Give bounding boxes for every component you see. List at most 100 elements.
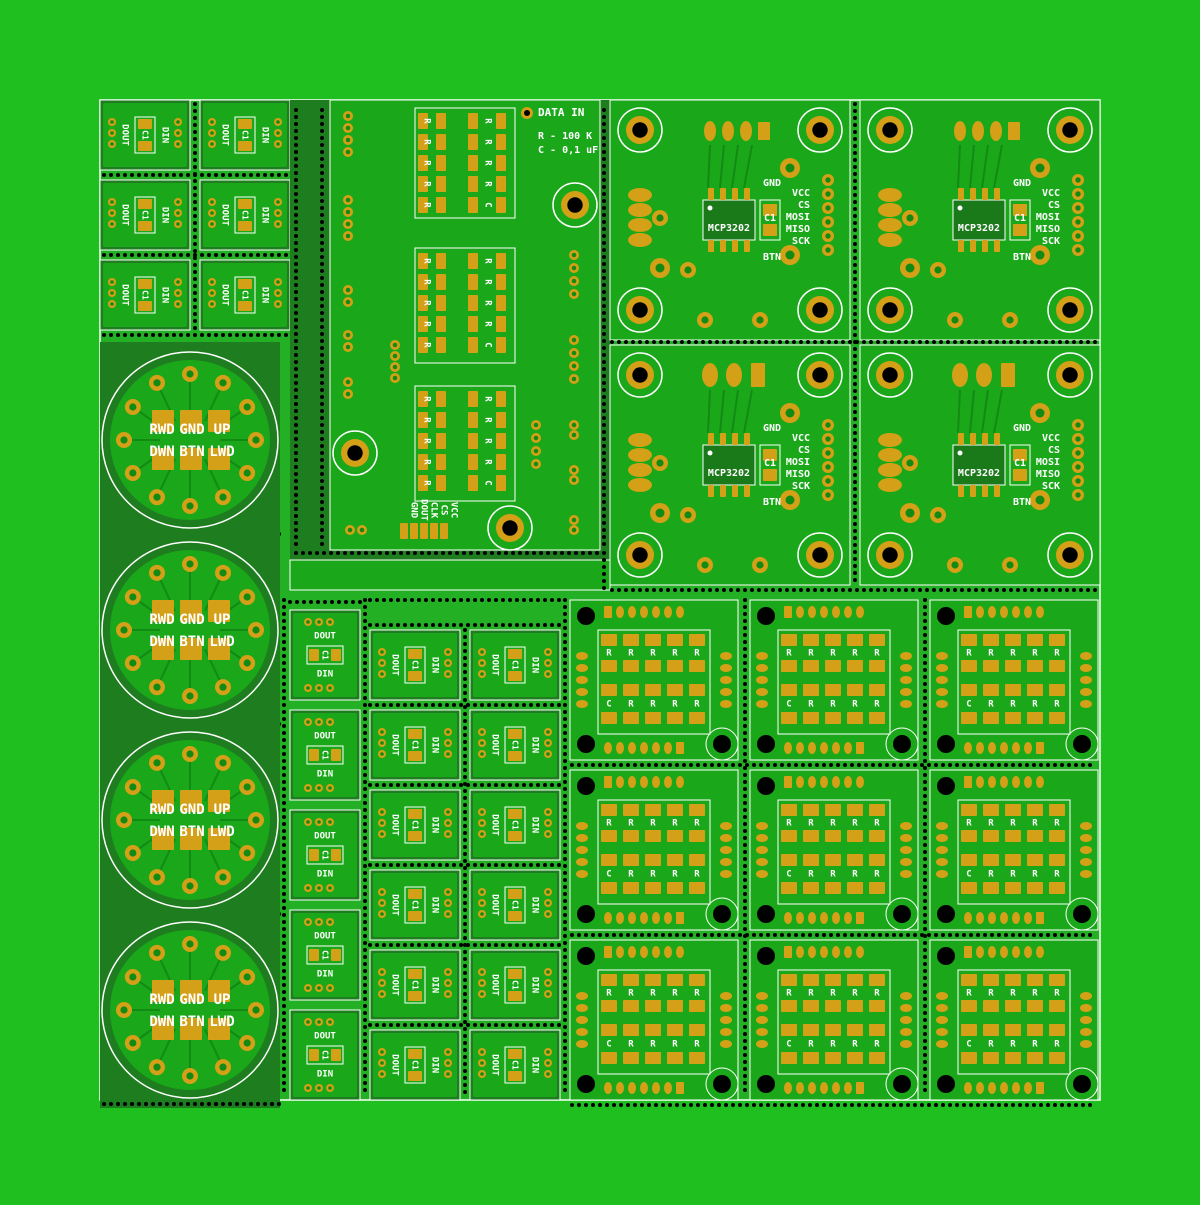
adc-top-pin-square — [758, 122, 770, 140]
break-hole — [708, 340, 712, 344]
break-hole — [102, 253, 106, 257]
drill-hole — [785, 495, 795, 505]
smd-pad — [496, 454, 506, 470]
break-hole — [853, 144, 857, 148]
resistor-label-left: R — [422, 181, 432, 187]
break-hole — [382, 1023, 386, 1027]
drill-hole — [345, 125, 351, 131]
break-hole — [389, 1023, 393, 1027]
break-hole — [659, 340, 663, 344]
break-hole — [892, 1103, 896, 1107]
break-hole — [983, 933, 987, 937]
break-hole — [661, 763, 665, 767]
break-hole — [934, 1103, 938, 1107]
smd-pad — [763, 204, 777, 216]
matrix-right-pin — [1080, 1004, 1092, 1012]
matrix-label-r: R — [1054, 649, 1060, 659]
adc-trace — [969, 389, 975, 434]
break-hole — [981, 340, 985, 344]
break-hole — [563, 1088, 567, 1092]
break-hole — [320, 409, 324, 413]
break-hole — [743, 703, 747, 707]
break-hole — [282, 990, 286, 994]
break-hole — [463, 831, 467, 835]
label-dout: DOUT — [314, 932, 336, 942]
smd-pad — [869, 854, 885, 866]
matrix-top-pin-square — [784, 776, 792, 788]
break-hole — [431, 598, 435, 602]
break-hole — [417, 943, 421, 947]
break-hole — [759, 933, 763, 937]
break-hole — [375, 943, 379, 947]
break-hole — [694, 340, 698, 344]
drill-hole — [317, 920, 321, 924]
break-hole — [853, 529, 857, 533]
smd-pad — [468, 412, 478, 428]
smd-pad — [408, 831, 422, 841]
matrix-label-c: R — [1010, 870, 1016, 880]
break-hole — [710, 763, 714, 767]
drill-hole — [243, 973, 251, 981]
break-hole — [602, 472, 606, 476]
break-hole — [445, 598, 449, 602]
matrix-top-pin — [1036, 606, 1044, 618]
break-hole — [853, 179, 857, 183]
break-hole — [463, 698, 467, 702]
break-hole — [320, 206, 324, 210]
break-hole — [320, 402, 324, 406]
break-hole — [463, 894, 467, 898]
matrix-label-r: R — [852, 649, 858, 659]
matrix-label-r: R — [672, 649, 678, 659]
break-hole — [843, 933, 847, 937]
break-hole — [263, 173, 267, 177]
break-hole — [743, 619, 747, 623]
mount-hole — [812, 367, 828, 383]
break-hole — [602, 486, 606, 490]
break-hole — [389, 703, 393, 707]
break-hole — [294, 122, 298, 126]
smd-pad — [601, 804, 617, 816]
drill-hole — [825, 436, 831, 442]
break-hole — [602, 558, 606, 562]
resistor-bottom-pin — [400, 523, 408, 539]
adc-gnd-label: GND — [763, 423, 781, 434]
drill-hole — [345, 391, 351, 397]
break-hole — [320, 283, 324, 287]
break-hole — [1046, 933, 1050, 937]
break-hole — [736, 588, 740, 592]
drill-hole — [110, 120, 114, 124]
matrix-hole — [757, 1075, 775, 1093]
break-hole — [806, 340, 810, 344]
break-hole — [602, 572, 606, 576]
break-hole — [494, 783, 498, 787]
break-hole — [923, 696, 927, 700]
smd-pad — [1005, 882, 1021, 894]
break-hole — [522, 703, 526, 707]
drill-hole — [347, 527, 353, 533]
break-hole — [282, 843, 286, 847]
chip-pin — [708, 433, 714, 445]
break-hole — [294, 486, 298, 490]
drill-hole — [571, 376, 577, 382]
break-hole — [853, 424, 857, 428]
break-hole — [563, 626, 567, 630]
adc-cap-label: C1 — [1014, 213, 1026, 224]
break-hole — [1002, 340, 1006, 344]
joystick-copper — [110, 550, 270, 710]
break-hole — [186, 173, 190, 177]
drill-hole — [243, 469, 251, 477]
chip-pin — [720, 240, 726, 252]
break-hole — [563, 1018, 567, 1022]
matrix-bottom-pin — [652, 742, 660, 754]
break-hole — [282, 997, 286, 1001]
break-hole — [463, 936, 467, 940]
break-hole — [602, 409, 606, 413]
break-hole — [602, 367, 606, 371]
break-hole — [363, 682, 367, 686]
adc-left-pin — [878, 203, 902, 217]
matrix-bottom-pin-square — [856, 912, 864, 924]
smd-pad — [601, 854, 617, 866]
matrix-right-pin — [1080, 688, 1092, 696]
chip-pin — [744, 240, 750, 252]
break-hole — [382, 783, 386, 787]
